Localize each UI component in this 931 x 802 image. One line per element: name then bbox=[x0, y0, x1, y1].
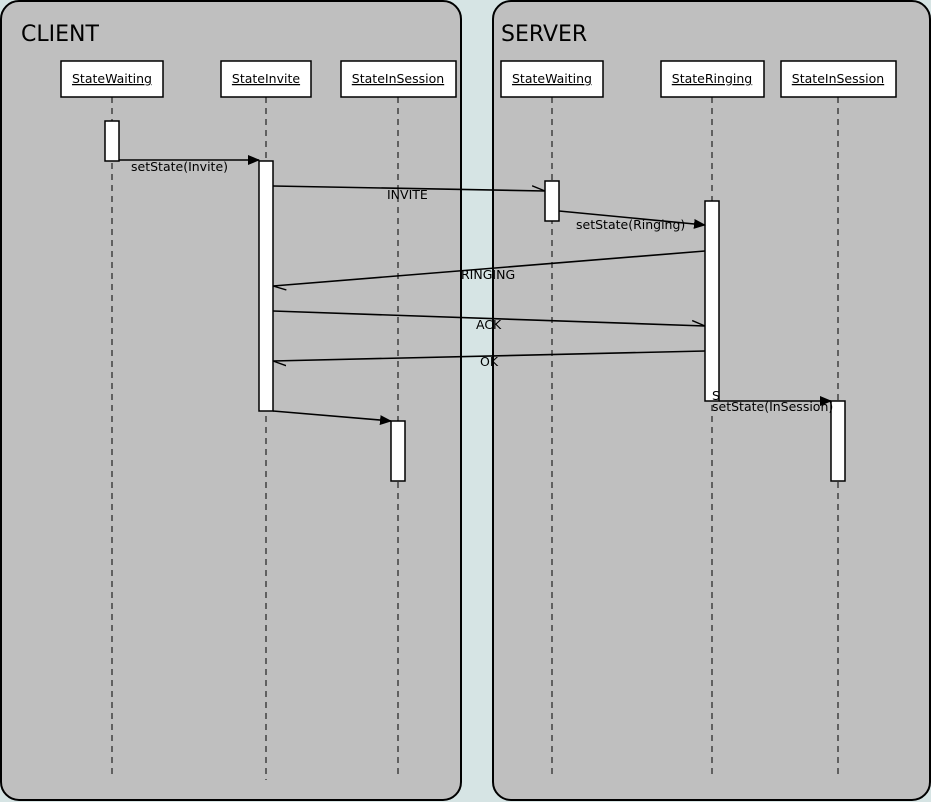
message-ringing-label: RINGING bbox=[461, 267, 515, 282]
server-object-stateringing-label: StateRinging bbox=[672, 71, 752, 86]
message-stray-s-label: S bbox=[712, 388, 720, 403]
activation-server-insession bbox=[830, 400, 846, 482]
activation-client-insession bbox=[390, 420, 406, 482]
client-object-stateinvite: StateInvite bbox=[220, 60, 312, 98]
client-object-stateinsession: StateInSession bbox=[340, 60, 457, 98]
activation-client-invite bbox=[258, 160, 274, 412]
server-title: SERVER bbox=[501, 22, 587, 47]
server-object-stateinsession: StateInSession bbox=[780, 60, 897, 98]
message-set-ringing-arrow bbox=[558, 210, 706, 229]
message-set-invite-label: setState(Invite) bbox=[131, 159, 228, 174]
message-invite-arrow bbox=[272, 186, 545, 192]
server-object-statewaiting-label: StateWaiting bbox=[512, 71, 592, 86]
message-ack-arrow bbox=[272, 310, 705, 327]
client-title: CLIENT bbox=[21, 22, 99, 47]
message-ringing-arrow bbox=[273, 250, 706, 286]
client-object-statewaiting: StateWaiting bbox=[60, 60, 164, 98]
client-panel: CLIENT bbox=[0, 0, 462, 801]
message-ack-label: ACK bbox=[476, 317, 502, 332]
message-ok-arrow bbox=[273, 350, 706, 361]
activation-client-waiting bbox=[104, 120, 120, 162]
server-object-stateringing: StateRinging bbox=[660, 60, 765, 98]
client-object-stateinsession-label: StateInSession bbox=[352, 71, 444, 86]
server-object-stateinsession-label: StateInSession bbox=[792, 71, 884, 86]
message-to-client-insession-arrow bbox=[272, 410, 392, 426]
client-object-stateinvite-label: StateInvite bbox=[232, 71, 300, 86]
message-set-insession-label: setState(InSession) bbox=[712, 399, 833, 414]
message-set-ringing-label: setState(Ringing) bbox=[576, 217, 685, 232]
message-invite-label: INVITE bbox=[387, 187, 428, 202]
client-object-statewaiting-label: StateWaiting bbox=[72, 71, 152, 86]
activation-server-waiting bbox=[544, 180, 560, 222]
server-object-statewaiting: StateWaiting bbox=[500, 60, 604, 98]
message-ok-label: OK bbox=[480, 354, 499, 369]
activation-server-ringing bbox=[704, 200, 720, 402]
